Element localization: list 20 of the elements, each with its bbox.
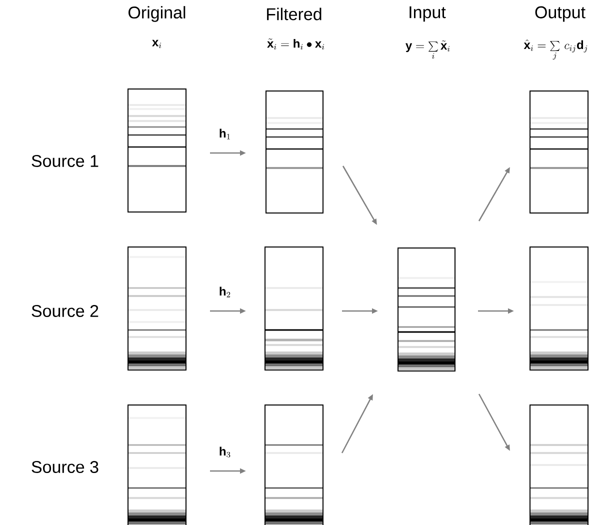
gel-lane [128,88,186,212]
heading: Filtered [267,8,322,20]
formula: $\mathbf{y} = \sum\limits_i \tilde{\mathbf{x}}_i$ [406,40,450,59]
edge-label: $\mathbf{h}_2$ [220,286,230,298]
gel-lane [264,404,324,525]
heading: Output [535,6,586,22]
formula: $\mathbf{x}_i$ [152,40,162,48]
edge-label: $\mathbf{h}_1$ [220,128,230,140]
gel-lane [128,404,186,525]
gel-lane [530,90,588,214]
heading: Input [410,6,446,22]
formula: $\tilde{\mathbf{x}}_i = \mathbf{h}_i \bullet \mathbf{x}_i$ [267,38,324,50]
gel-lane [266,90,324,214]
gel-lane [398,248,456,372]
gel-lane [530,246,588,370]
gel-lane [264,246,324,370]
gel-lane [530,404,588,525]
heading: Original [128,6,186,22]
edge-label: $\mathbf{h}_3$ [220,446,230,458]
gel-lane [128,246,186,370]
